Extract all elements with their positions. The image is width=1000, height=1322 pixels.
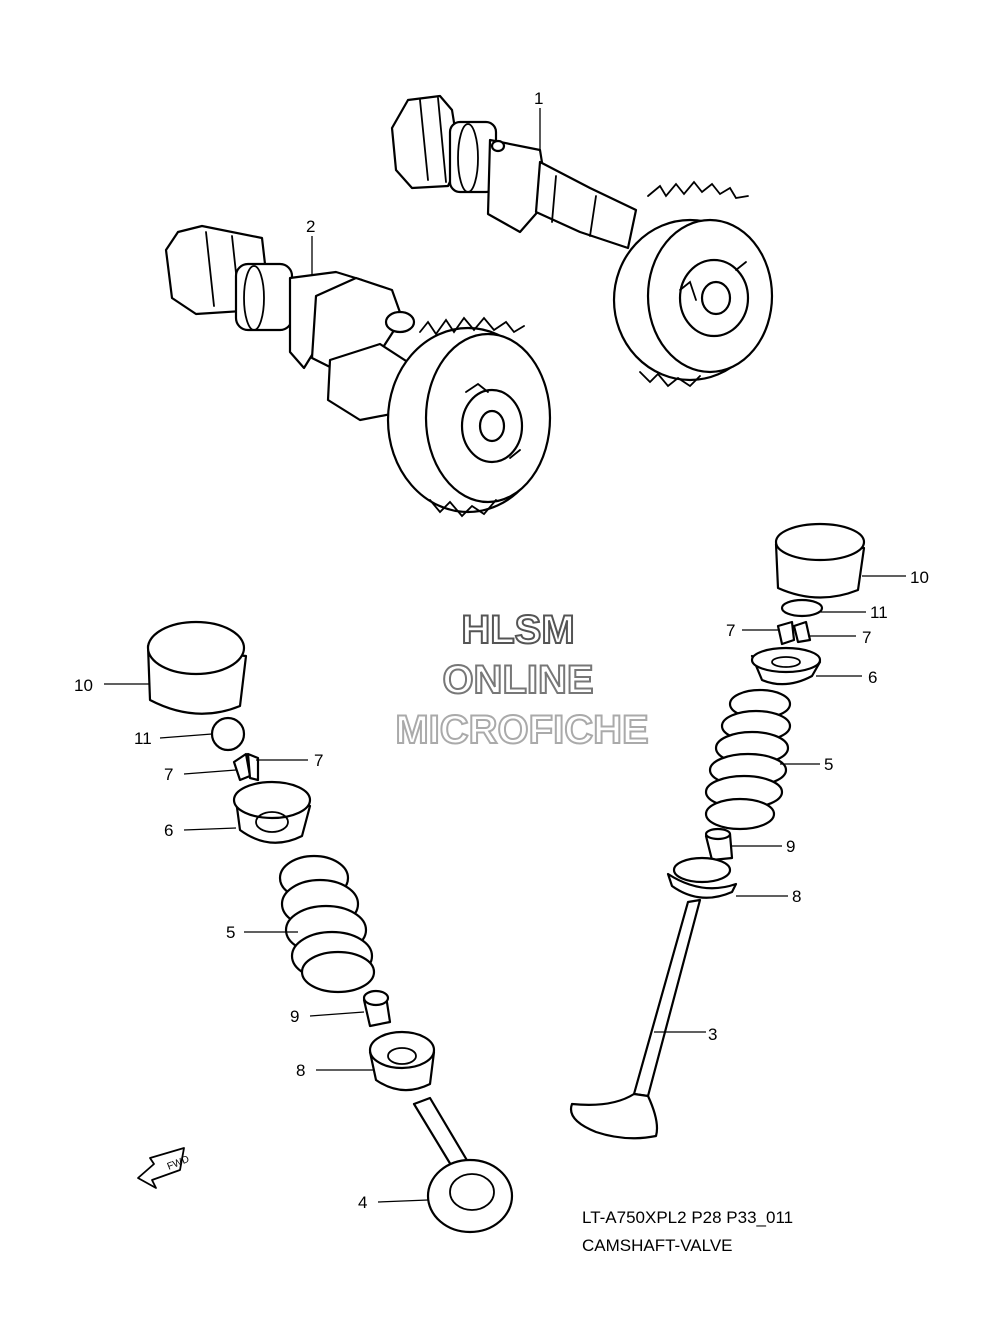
callout-7-right-a: 7 [726, 621, 735, 640]
shim-11-right[interactable] [780, 598, 824, 618]
callout-8-right: 8 [792, 887, 801, 906]
spring-5-right[interactable] [704, 688, 792, 831]
fwd-arrow-icon: FWD [137, 1147, 191, 1189]
seat-8-left[interactable] [368, 1030, 436, 1092]
callout-11-right: 11 [870, 603, 888, 622]
callout-1: 1 [534, 89, 543, 108]
callout-2: 2 [306, 217, 315, 236]
callout-8-left: 8 [296, 1061, 305, 1080]
callout-4: 4 [358, 1193, 367, 1212]
leader-lines [104, 108, 906, 1203]
watermark-line-3: MICROFICHE [395, 708, 648, 752]
callout-7-left-a: 7 [314, 751, 323, 770]
callout-7-right-b: 7 [862, 628, 871, 647]
tappet-10-left[interactable] [146, 620, 248, 715]
callout-9-left: 9 [290, 1007, 299, 1026]
callout-9-right: 9 [786, 837, 795, 856]
diagram-code: LT-A750XPL2 P28 P33_011 [582, 1208, 794, 1227]
diagram-title: CAMSHAFT-VALVE [582, 1236, 733, 1255]
watermark-line-2: ONLINE [442, 658, 593, 702]
watermark: HLSM ONLINE MICROFICHE [394, 607, 649, 753]
callout-7-left-b: 7 [164, 765, 173, 784]
retainer-6-right[interactable] [750, 646, 822, 686]
valve-3[interactable] [569, 898, 702, 1140]
callout-numbers: 1 2 3 4 5 5 6 6 7 7 7 7 8 8 9 9 10 10 11… [74, 89, 929, 1212]
retainer-6-left[interactable] [232, 780, 312, 844]
cotter-7-left[interactable] [232, 752, 260, 782]
seal-9-right[interactable] [704, 827, 734, 862]
seat-8-right[interactable] [666, 856, 738, 899]
shim-11-left[interactable] [210, 716, 246, 752]
seal-9-left[interactable] [362, 989, 392, 1028]
callout-10-left: 10 [74, 676, 93, 695]
cotter-7-right[interactable] [776, 620, 812, 646]
watermark-line-1: HLSM [461, 608, 574, 652]
camshaft-1[interactable] [390, 94, 774, 388]
valve-4[interactable] [412, 1096, 514, 1234]
callout-5-left: 5 [226, 923, 235, 942]
callout-5-right: 5 [824, 755, 833, 774]
callout-10-right: 10 [910, 568, 929, 587]
callout-6-right: 6 [868, 668, 877, 687]
camshaft-2[interactable] [164, 224, 552, 518]
callout-3: 3 [708, 1025, 717, 1044]
callout-11-left: 11 [134, 729, 152, 748]
callout-6-left: 6 [164, 821, 173, 840]
spring-5-left[interactable] [278, 854, 376, 994]
tappet-10-right[interactable] [774, 522, 866, 599]
